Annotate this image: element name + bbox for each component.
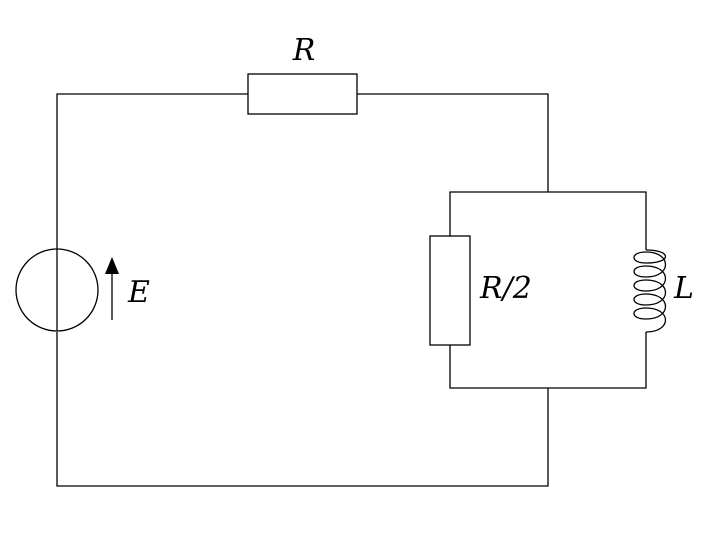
parallel-resistor bbox=[429, 235, 471, 346]
wire-parallel-bottom bbox=[449, 332, 647, 389]
inductor-label: L bbox=[673, 271, 694, 306]
wire-left-top bbox=[56, 93, 248, 250]
series-resistor-label: R bbox=[292, 33, 316, 68]
wire-parallel-top bbox=[449, 191, 647, 250]
source-arrow-icon bbox=[105, 257, 119, 320]
wire-top-right bbox=[357, 93, 549, 192]
parallel-resistor-label: R/2 bbox=[479, 271, 532, 306]
source-label: E bbox=[127, 275, 150, 310]
voltage-source bbox=[15, 248, 99, 332]
series-resistor bbox=[247, 73, 358, 115]
inductor-coil bbox=[633, 249, 666, 333]
wire-bottom bbox=[56, 332, 549, 487]
